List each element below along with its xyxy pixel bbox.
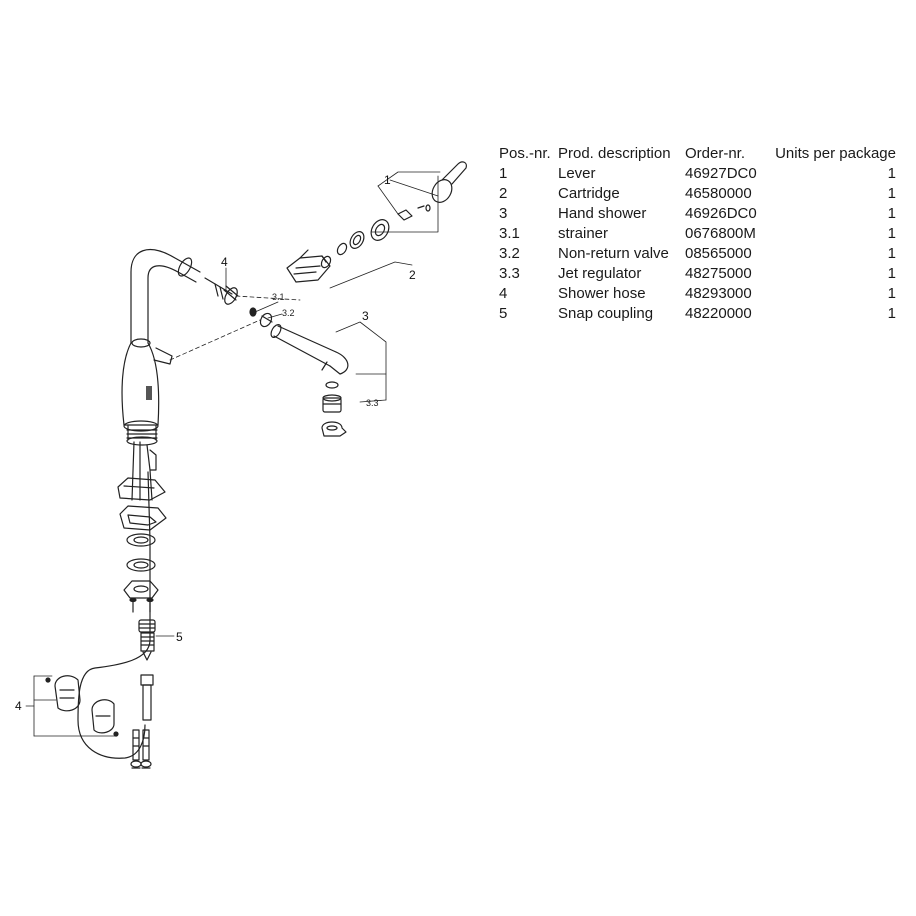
cell-units: 1	[887, 264, 896, 282]
table-row: 3.3 Jet regulator 48275000 1	[496, 263, 910, 283]
lever-part	[397, 161, 467, 221]
cell-pos: 5	[499, 304, 508, 322]
cell-pos: 2	[499, 184, 508, 202]
header-order-nr: Order-nr.	[685, 144, 746, 162]
callout-3-3: 3.3	[366, 398, 379, 408]
cell-pos: 3.2	[499, 244, 520, 262]
hose-end	[140, 674, 154, 721]
cell-units: 1	[887, 204, 896, 222]
callout-3-1: 3.1	[272, 292, 285, 302]
non-return-valve-part	[259, 312, 273, 328]
shower-hose-end	[204, 277, 239, 305]
parts-table: Pos.-nr. Prod. description Order-nr. Uni…	[496, 143, 910, 323]
callout-4-lower: 4	[15, 699, 22, 713]
table-row: 3.1 strainer 0676800M 1	[496, 223, 910, 243]
cell-order-nr: 48275000	[685, 264, 752, 282]
callout-3: 3	[362, 309, 369, 323]
cartridge-part	[286, 249, 332, 283]
cell-units: 1	[887, 224, 896, 242]
cartridge-rings	[336, 219, 390, 256]
callout-3-2: 3.2	[282, 308, 295, 318]
cell-pos: 3.3	[499, 264, 520, 282]
table-row: 1 Lever 46927DC0 1	[496, 163, 910, 183]
cell-description: Lever	[558, 164, 596, 182]
mounting-hardware	[119, 505, 167, 613]
cell-description: Shower hose	[558, 284, 646, 302]
cell-description: Jet regulator	[558, 264, 642, 282]
cell-order-nr: 46926DC0	[685, 204, 757, 222]
cell-description: Non-return valve	[558, 244, 669, 262]
cell-units: 1	[887, 284, 896, 302]
cell-order-nr: 48293000	[685, 284, 752, 302]
cell-units: 1	[887, 244, 896, 262]
cell-units: 1	[887, 164, 896, 182]
cell-description: Snap coupling	[558, 304, 654, 322]
cell-order-nr: 48220000	[685, 304, 752, 322]
table-row: 5 Snap coupling 48220000 1	[496, 303, 910, 323]
hand-shower-part	[270, 324, 349, 375]
callout-5: 5	[176, 630, 183, 644]
cell-pos: 3	[499, 204, 508, 222]
snap-coupling-part	[138, 619, 156, 661]
cell-pos: 4	[499, 284, 508, 302]
jet-regulator-parts	[321, 381, 347, 437]
hose-weight-assembly	[45, 675, 119, 737]
cell-pos: 1	[499, 164, 508, 182]
callout-1: 1	[384, 173, 391, 187]
cell-description: Hand shower	[558, 204, 647, 222]
cell-order-nr: 08565000	[685, 244, 752, 262]
header-description: Prod. description	[558, 144, 671, 162]
table-row: 4 Shower hose 48293000 1	[496, 283, 910, 303]
faucet-body	[77, 249, 201, 759]
cell-order-nr: 46580000	[685, 184, 752, 202]
cell-description: Cartridge	[558, 184, 620, 202]
cell-order-nr: 46927DC0	[685, 164, 757, 182]
table-row: 3.2 Non-return valve 08565000 1	[496, 243, 910, 263]
supply-hoses	[130, 729, 152, 769]
cell-units: 1	[887, 304, 896, 322]
brand-mark	[146, 386, 152, 400]
callout-4-upper: 4	[221, 255, 228, 269]
table-header-row: Pos.-nr. Prod. description Order-nr. Uni…	[496, 143, 910, 163]
cell-units: 1	[887, 184, 896, 202]
cell-pos: 3.1	[499, 224, 520, 242]
header-pos: Pos.-nr.	[499, 144, 551, 162]
cell-description: strainer	[558, 224, 609, 242]
callout-2: 2	[409, 268, 416, 282]
header-units: Units per package	[775, 144, 896, 162]
table-row: 2 Cartridge 46580000 1	[496, 183, 910, 203]
table-row: 3 Hand shower 46926DC0 1	[496, 203, 910, 223]
cell-order-nr: 0676800M	[685, 224, 756, 242]
leader-lines	[25, 171, 441, 737]
